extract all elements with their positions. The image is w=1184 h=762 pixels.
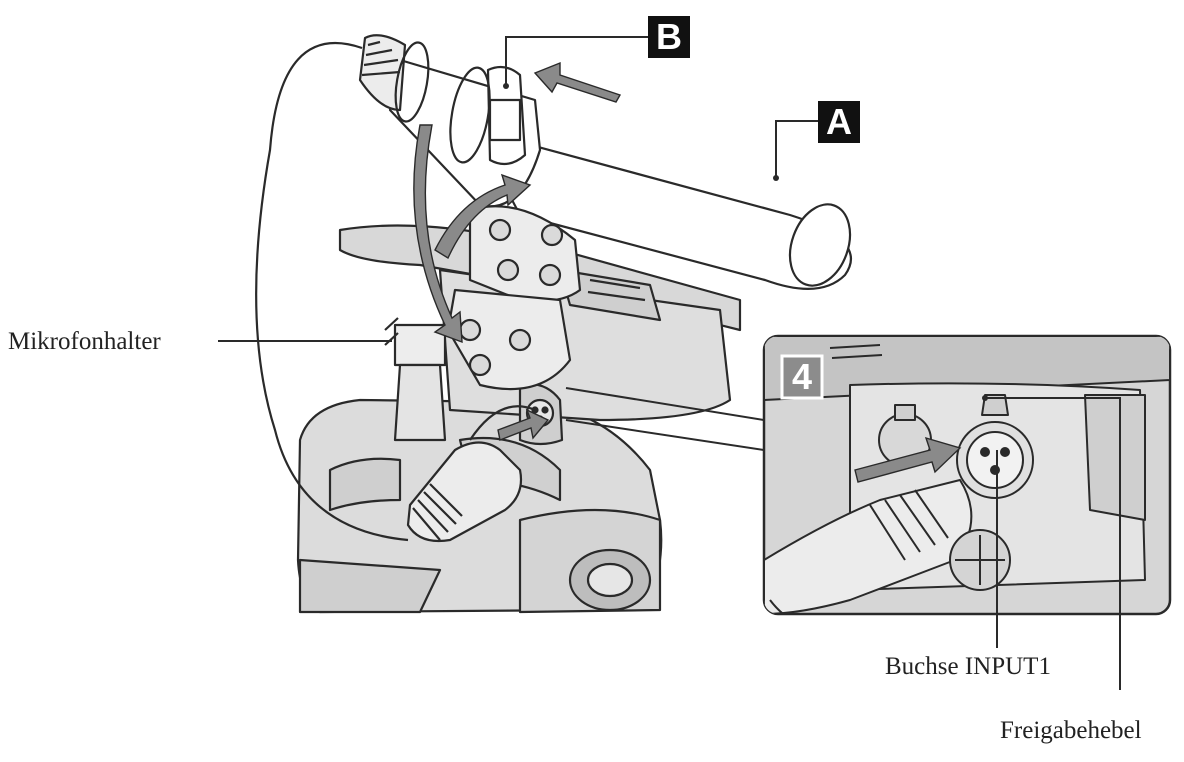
slide-arrow: [535, 63, 620, 102]
inset-panel: [764, 336, 1170, 640]
badge-step-4: 4: [782, 357, 822, 397]
badge-b: B: [648, 17, 690, 57]
label-release-lever: Freigabehebel: [1000, 718, 1142, 743]
badge-a: A: [818, 102, 860, 142]
label-mic-holder: Mikrofonhalter: [8, 329, 161, 354]
label-input-jack: Buchse INPUT1: [885, 654, 1051, 679]
